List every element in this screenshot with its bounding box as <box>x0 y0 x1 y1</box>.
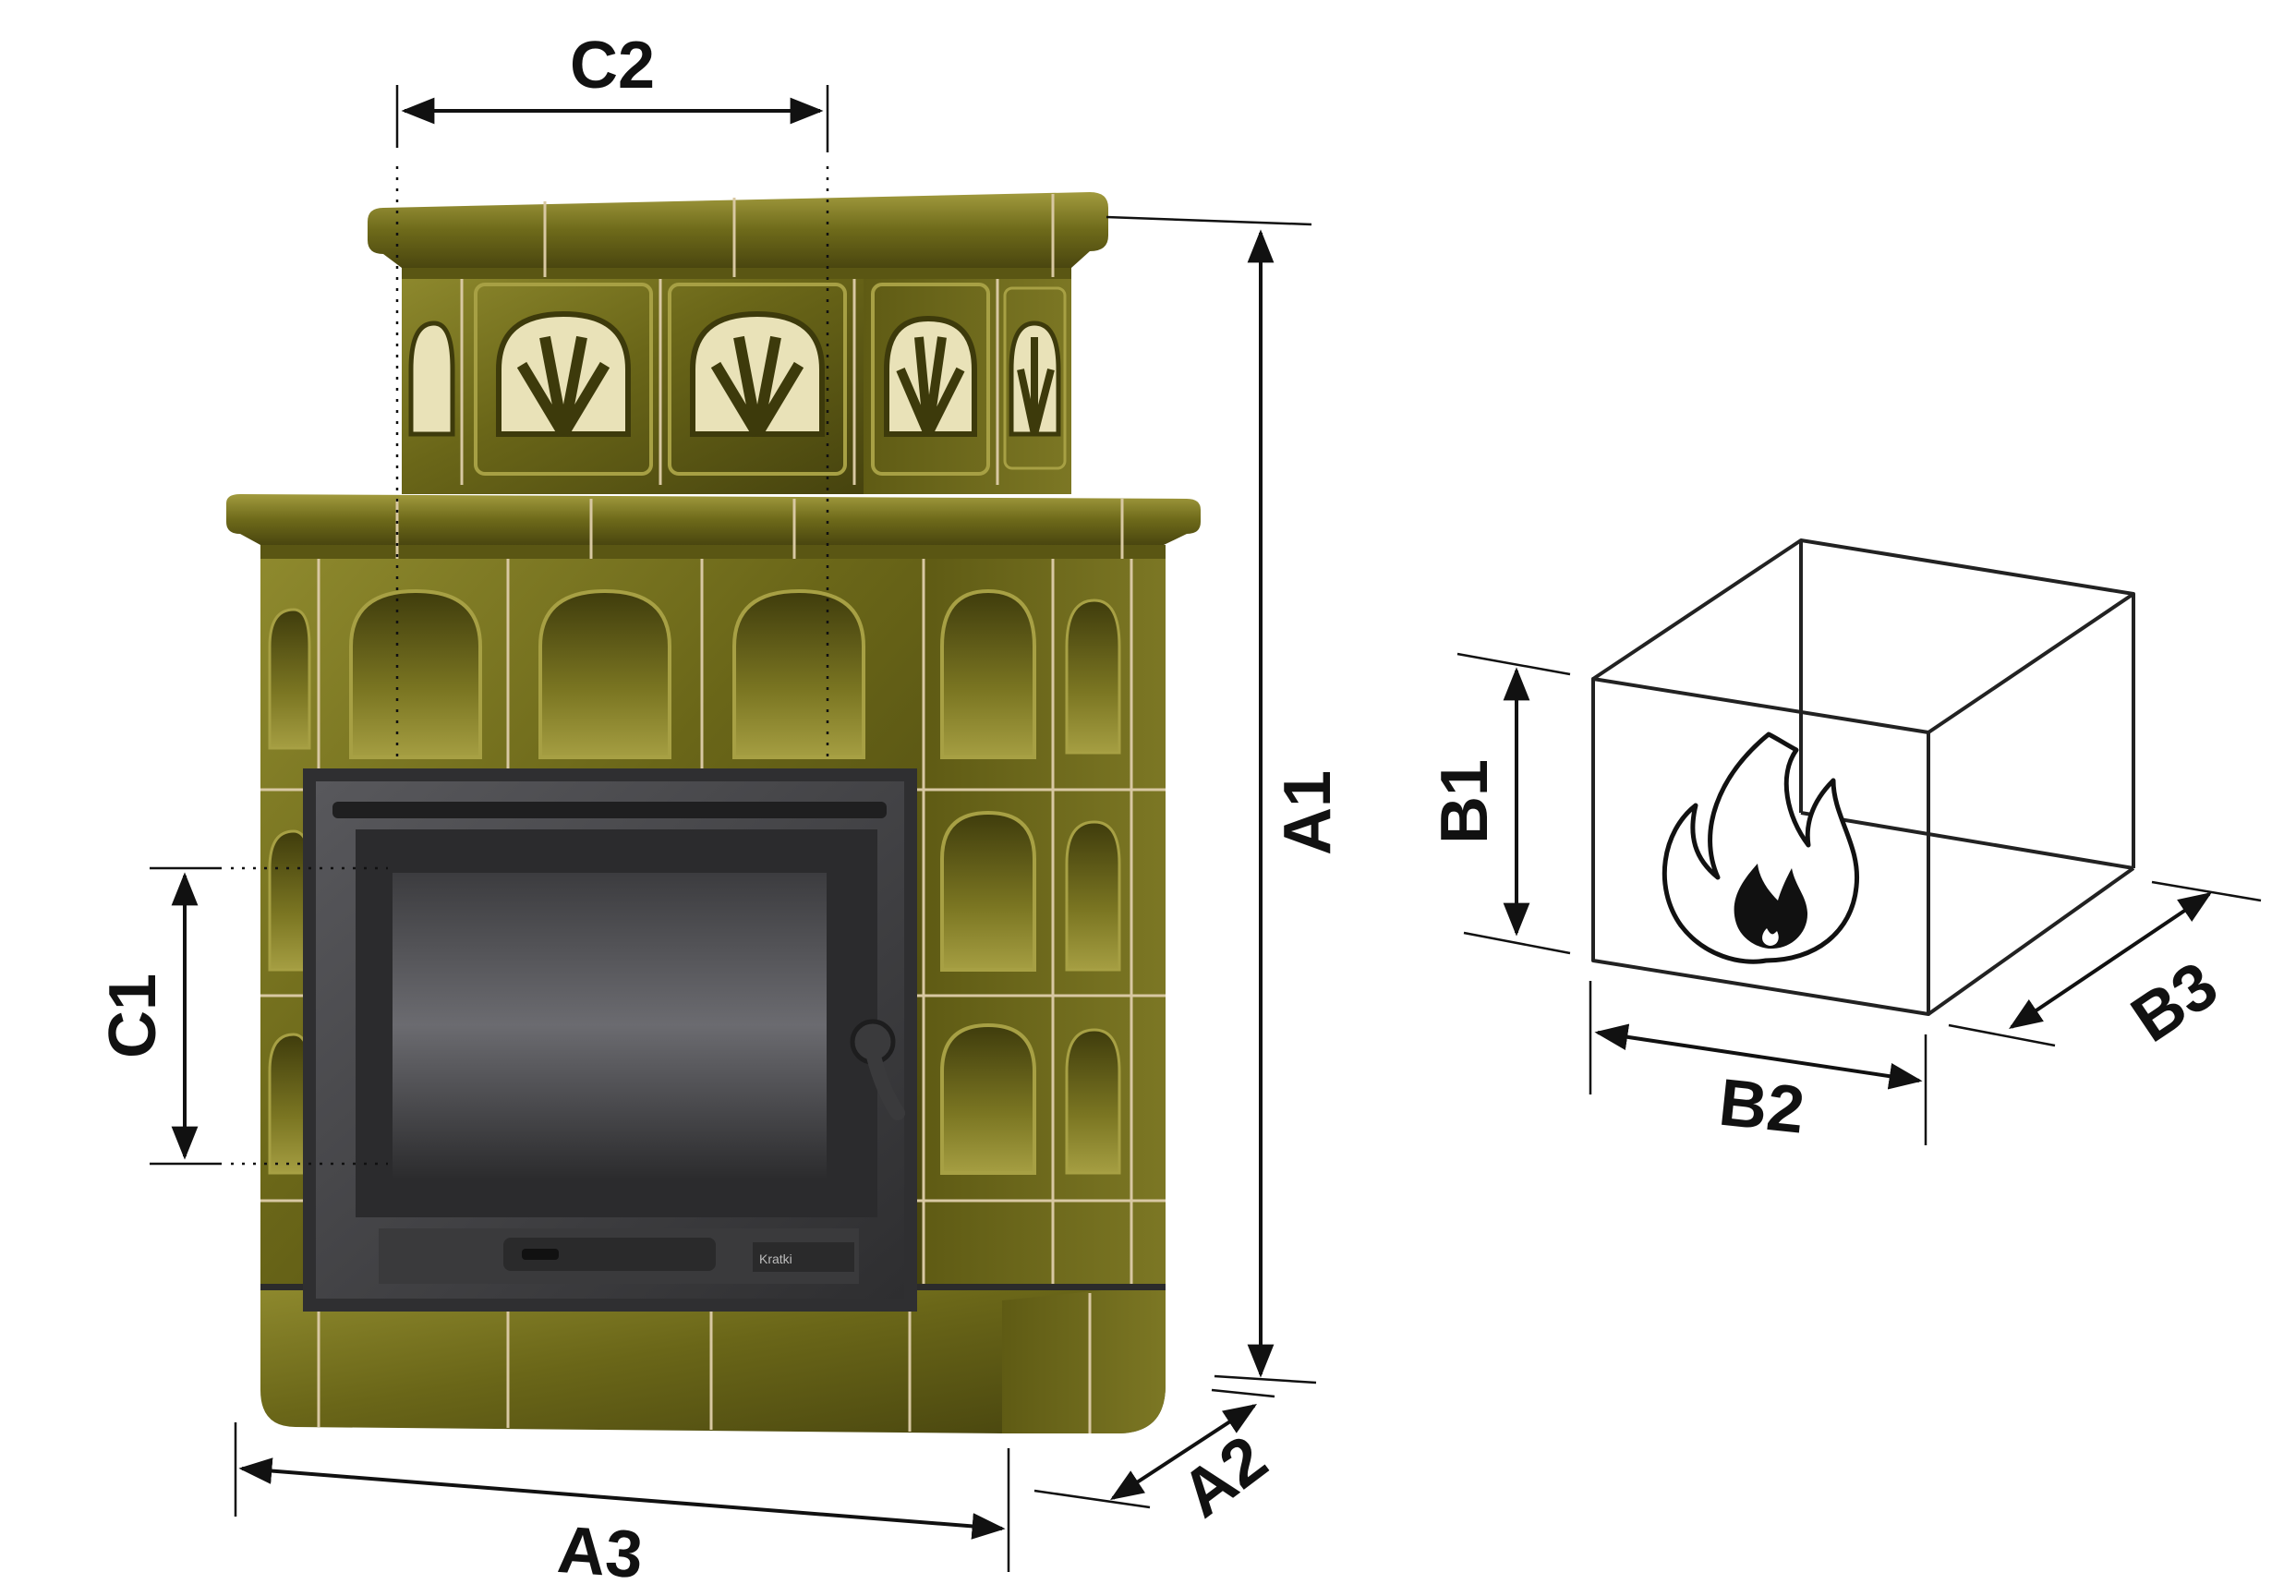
dimension-label-a3: A3 <box>555 1513 645 1592</box>
dimension-label-c2: C2 <box>570 29 655 103</box>
vent-tile <box>668 283 847 476</box>
flame-icon <box>1662 732 1860 964</box>
dimension-b1: B1 <box>1428 652 1571 955</box>
dimension-a3: A3 <box>234 1422 1010 1592</box>
dimension-b3: B3 <box>1948 880 2262 1057</box>
dimension-label-b3: B3 <box>2119 948 2230 1057</box>
stove-upper-body <box>402 268 1071 494</box>
dimension-c1: C1 <box>96 866 388 1166</box>
fire-door: Kratki <box>303 768 917 1312</box>
front-niche-row <box>268 588 1121 759</box>
dimension-label-c1: C1 <box>96 973 170 1058</box>
top-cornice <box>368 192 1108 279</box>
door-brand-label: Kratki <box>759 1251 792 1266</box>
firebox-box: B1 B2 B3 <box>1428 538 2262 1148</box>
dimension-c2: C2 <box>395 29 829 757</box>
dimension-label-a2: A2 <box>1168 1421 1281 1531</box>
tiled-stove: Kratki <box>226 192 1201 1433</box>
vent-tile <box>871 283 990 476</box>
vent-tile <box>474 283 653 476</box>
side-niches <box>268 810 1121 1175</box>
dimension-label-b2: B2 <box>1716 1066 1808 1148</box>
dimension-label-b1: B1 <box>1428 759 1502 844</box>
vent-tile-edge <box>408 320 455 437</box>
dimension-b2: B2 <box>1589 981 1927 1148</box>
dimension-a1: A1 <box>1106 215 1345 1384</box>
vent-tile <box>1003 286 1067 470</box>
dimension-label-a1: A1 <box>1271 770 1345 855</box>
lower-cornice <box>226 494 1201 559</box>
